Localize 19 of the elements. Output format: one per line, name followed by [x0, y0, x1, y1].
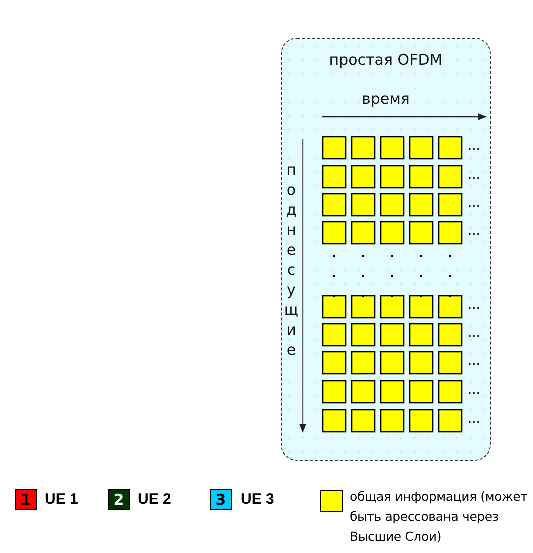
ellipsis: ...: [468, 298, 480, 313]
ellipsis: ...: [468, 412, 480, 427]
axis-label: поднесущие: [284, 160, 299, 360]
legend-number: 2: [112, 491, 126, 509]
ellipsis: ...: [468, 139, 480, 154]
legend-number: 1: [20, 491, 32, 509]
legend-text: UE 1: [45, 491, 78, 508]
ellipsis: ...: [468, 326, 480, 341]
ellipsis: ...: [468, 383, 480, 398]
ellipsis: ...: [468, 224, 480, 239]
panel-title: простая OFDM: [328, 51, 444, 69]
legend-text: UE 2: [138, 491, 172, 508]
ellipsis: ...: [468, 354, 480, 369]
legend-text: общая информация (может быть арессована через Высшие Слои): [350, 488, 529, 546]
axis-label: время: [362, 90, 410, 108]
ellipsis: ...: [468, 168, 480, 183]
ellipsis: ...: [468, 196, 480, 211]
legend-text: UE 3: [241, 491, 274, 508]
legend-number: 3: [214, 491, 228, 509]
